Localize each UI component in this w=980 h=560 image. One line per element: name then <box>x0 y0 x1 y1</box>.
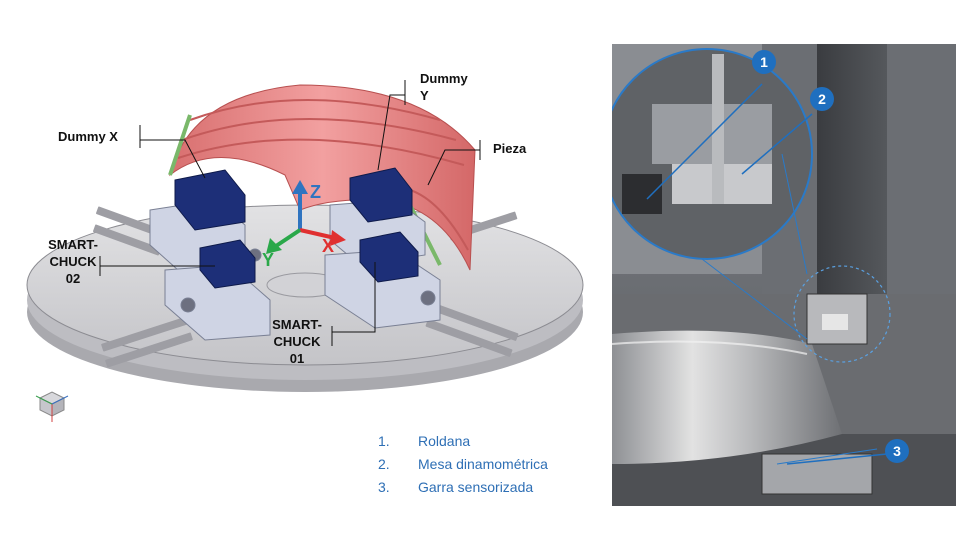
label-smart-chuck-02-line3: 02 <box>65 271 81 286</box>
label-smart-chuck-02-line1: SMART- <box>48 237 98 252</box>
callout-2: 2 <box>741 87 834 175</box>
callout-1-number: 1 <box>760 54 768 70</box>
rotary-table <box>26 204 584 392</box>
coordinate-axes: Z X Y <box>262 180 346 270</box>
axis-z-label: Z <box>310 182 321 202</box>
cad-assembly-illustration: Z X Y <box>26 80 584 422</box>
callout-3-number: 3 <box>893 443 901 459</box>
legend-item: 1. Roldana <box>378 433 608 456</box>
label-dummy-x: Dummy X <box>58 129 118 144</box>
label-smart-chuck-01-line2: CHUCK <box>273 334 321 349</box>
legend-item: 2. Mesa dinamométrica <box>378 456 608 479</box>
callout-2-number: 2 <box>818 91 826 107</box>
view-cube-icon <box>35 391 69 422</box>
machine-photo: 1 2 3 <box>612 44 956 506</box>
legend-list: 1. Roldana 2. Mesa dinamométrica 3. Garr… <box>378 433 608 502</box>
label-leader-lines <box>99 80 481 346</box>
legend-item-number: 3. <box>378 479 390 495</box>
legend-item-text: Garra sensorizada <box>418 479 534 495</box>
label-dummy-y: Dummy Y <box>420 70 468 104</box>
label-smart-chuck-01-line3: 01 <box>289 351 305 366</box>
dummy-blocks <box>174 167 419 289</box>
axis-y-label: Y <box>262 250 274 270</box>
legend-item-text: Mesa dinamométrica <box>418 456 548 472</box>
label-smart-chuck-01-line1: SMART- <box>272 317 322 332</box>
label-smart-chuck-02: SMART- CHUCK 02 <box>38 236 108 287</box>
label-dummy-y-line2: Y <box>420 88 429 103</box>
legend-item-text: Roldana <box>418 433 471 449</box>
label-dummy-y-line1: Dummy <box>420 71 468 86</box>
callout-1: 1 <box>646 50 776 200</box>
machine-photo-illustration: 1 2 3 <box>612 44 956 506</box>
label-smart-chuck-01: SMART- CHUCK 01 <box>262 316 332 367</box>
legend-item-number: 2. <box>378 456 390 472</box>
label-smart-chuck-02-line2: CHUCK <box>49 254 97 269</box>
ring-part-pieza <box>168 84 476 271</box>
legend-item: 3. Garra sensorizada <box>378 479 608 502</box>
axis-x-label: X <box>322 236 334 256</box>
callout-3: 3 <box>786 439 909 465</box>
label-pieza: Pieza <box>493 141 527 156</box>
legend-item-number: 1. <box>378 433 390 449</box>
